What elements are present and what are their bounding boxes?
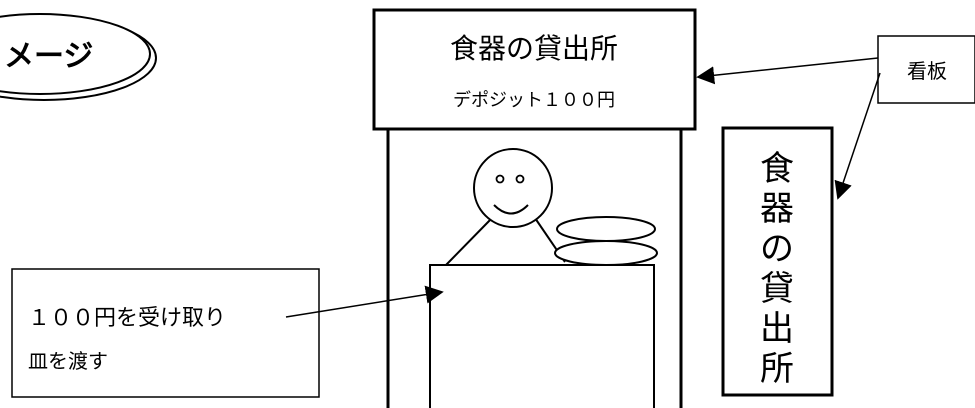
side-sign-char-2: 器 bbox=[760, 189, 794, 229]
side-sign-char-5: 出 bbox=[760, 309, 794, 349]
callout-sign-arrow-side bbox=[834, 72, 881, 200]
attendant-left-arm bbox=[445, 217, 493, 266]
attendant-left-eye bbox=[495, 174, 505, 184]
side-sign-char-1: 食 bbox=[760, 149, 794, 189]
callout-exchange: １００円を受け取り 皿を渡す bbox=[11, 268, 320, 398]
booth-sign: 食器の貸出所 デポジット１００円 bbox=[372, 8, 697, 131]
counter bbox=[429, 264, 655, 408]
callout-sign-arrow-top bbox=[696, 57, 879, 85]
plate-bottom bbox=[554, 240, 658, 266]
plate-top bbox=[556, 216, 656, 242]
side-sign-char-4: 貸 bbox=[760, 269, 794, 309]
attendant-smile bbox=[493, 204, 529, 215]
callout-exchange-line1: １００円を受け取り bbox=[28, 306, 226, 331]
plates-stack bbox=[554, 216, 658, 266]
booth-body bbox=[386, 129, 683, 408]
side-sign-char-3: の bbox=[760, 229, 794, 269]
image-label-text: メージ bbox=[4, 39, 93, 74]
image-label-oval: メージ bbox=[0, 13, 157, 101]
callout-sign-text: 看板 bbox=[907, 59, 947, 83]
attendant-right-eye bbox=[515, 174, 525, 184]
booth-sign-title: 食器の貸出所 bbox=[450, 32, 618, 65]
attendant-head bbox=[473, 148, 553, 228]
callout-exchange-line2: 皿を渡す bbox=[28, 349, 108, 373]
callout-sign: 看板 bbox=[877, 35, 975, 104]
callout-exchange-arrow bbox=[285, 285, 444, 318]
side-sign: 食 器 の 貸 出 所 bbox=[721, 126, 834, 397]
attendant-figure bbox=[445, 148, 566, 266]
side-sign-char-6: 所 bbox=[760, 349, 794, 389]
booth-sign-subtitle: デポジット１００円 bbox=[453, 90, 615, 111]
